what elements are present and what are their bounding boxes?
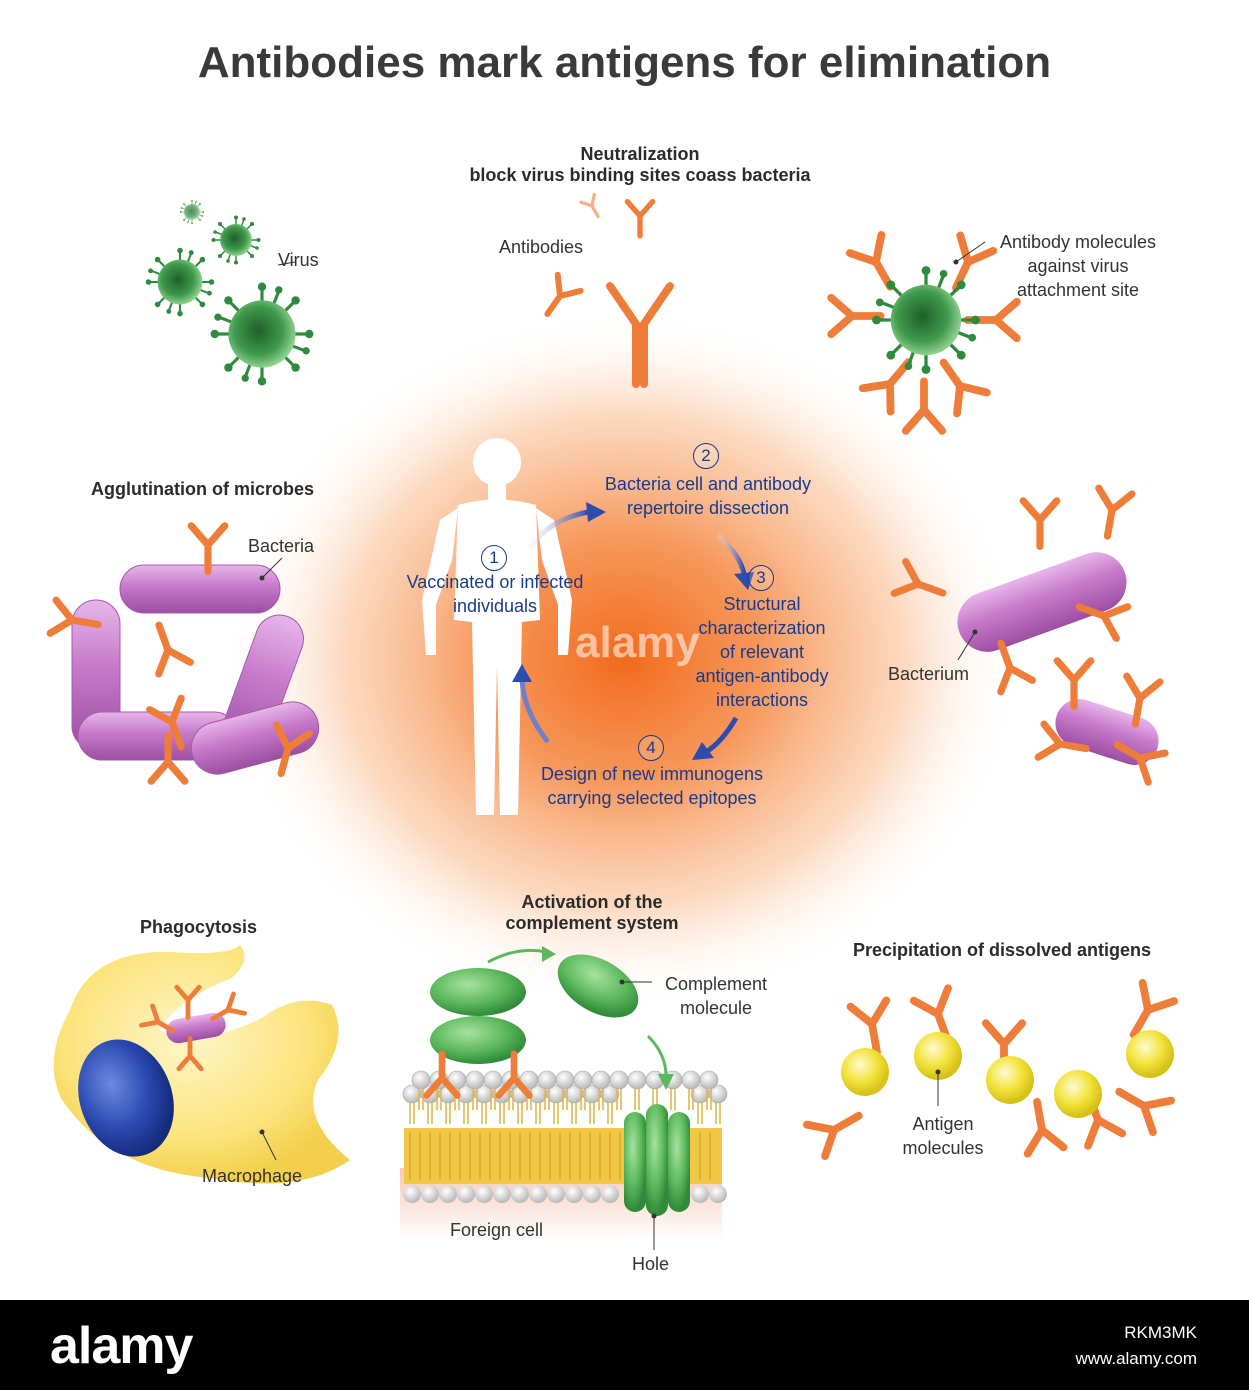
- antigen-line1: Antigen: [912, 1114, 974, 1134]
- neutralization-heading-line2: block virus binding sites coass bacteria: [469, 165, 811, 185]
- step4-line1: Design of new immunogens: [540, 764, 764, 784]
- complement-molecule-label: Complement molecule: [654, 972, 778, 1020]
- step3-number: 3: [748, 565, 774, 591]
- complement-line1: Complement: [664, 974, 768, 994]
- watermark-right: alamy: [866, 880, 991, 929]
- diagram-canvas: [0, 192, 1249, 1250]
- antibody-molecules-line2: against virus: [1027, 256, 1129, 276]
- virus-cluster: [144, 199, 316, 388]
- footer-logo: alamy: [50, 1317, 193, 1375]
- complement-heading: Activation of the complement system: [470, 892, 714, 934]
- step3-line3: of relevant: [719, 642, 805, 662]
- step3-line4: antigen-antibody: [695, 666, 829, 686]
- virus-label: Virus: [278, 250, 319, 270]
- bacterium-label: Bacterium: [888, 664, 970, 684]
- macrophage-label: Macrophage: [202, 1166, 303, 1186]
- step4-text: Design of new immunogens carrying select…: [520, 762, 784, 810]
- footer-bar: alamy RKM3MK www.alamy.com: [0, 1300, 1249, 1390]
- step2-line1: Bacteria cell and antibody: [604, 474, 812, 494]
- step3-line2: characterization: [698, 618, 826, 638]
- human-silhouette-icon: [422, 438, 572, 815]
- antigen-chain: [807, 983, 1174, 1156]
- nucleus: [78, 1039, 174, 1157]
- bacteria-label: Bacteria: [248, 536, 315, 556]
- complement-molecules: [430, 954, 639, 1064]
- footer-url: www.alamy.com: [1075, 1349, 1197, 1368]
- precipitation-heading: Precipitation of dissolved antigens: [853, 940, 1152, 960]
- step1-line2: individuals: [452, 596, 538, 616]
- step2-text: Bacteria cell and antibody repertoire di…: [584, 472, 832, 520]
- antibody-molecules-line1: Antibody molecules: [999, 232, 1157, 252]
- hole-label: Hole: [632, 1254, 670, 1274]
- step4-line2: carrying selected epitopes: [547, 788, 757, 808]
- step3-text: Structural characterization of relevant …: [680, 592, 844, 712]
- antigen-line2: molecules: [902, 1138, 984, 1158]
- step2-number: 2: [693, 443, 719, 469]
- agglutination-heading: Agglutination of microbes: [91, 479, 314, 499]
- neutralization-heading-line1: Neutralization: [580, 144, 700, 164]
- central-glow: [224, 310, 1024, 1010]
- watermark-center: alamy: [575, 618, 700, 667]
- footer-image-id: RKM3MK www.alamy.com: [1075, 1320, 1197, 1372]
- membrane-pore: [624, 1104, 690, 1216]
- step1-line1: Vaccinated or infected: [406, 572, 584, 592]
- complement-line2: molecule: [679, 998, 753, 1018]
- antibody-molecules-line3: attachment site: [1016, 280, 1140, 300]
- antibody-molecules-label: Antibody molecules against virus attachm…: [978, 230, 1178, 302]
- bacterium-large: [957, 552, 1127, 652]
- step3-line1: Structural: [723, 594, 801, 614]
- complement-heading-line2: complement system: [505, 913, 679, 933]
- step3-line5: interactions: [715, 690, 809, 710]
- footer-image-id-code: RKM3MK: [1124, 1323, 1197, 1342]
- phagocytosis-heading: Phagocytosis: [140, 917, 258, 937]
- step4-number: 4: [638, 735, 664, 761]
- page-title: Antibodies mark antigens for elimination: [197, 38, 1052, 87]
- step1-text: Vaccinated or infected individuals: [388, 570, 602, 618]
- foreign-cell-label: Foreign cell: [450, 1220, 544, 1240]
- antigen-molecules-label: Antigen molecules: [888, 1112, 998, 1160]
- step2-line2: repertoire dissection: [626, 498, 790, 518]
- antibodies-label: Antibodies: [499, 237, 584, 257]
- neutralization-heading: Neutralization block virus binding sites…: [440, 144, 840, 186]
- complement-heading-line1: Activation of the: [521, 892, 663, 912]
- engulfed-bacterium: [166, 1012, 226, 1044]
- step1-number: 1: [481, 545, 507, 571]
